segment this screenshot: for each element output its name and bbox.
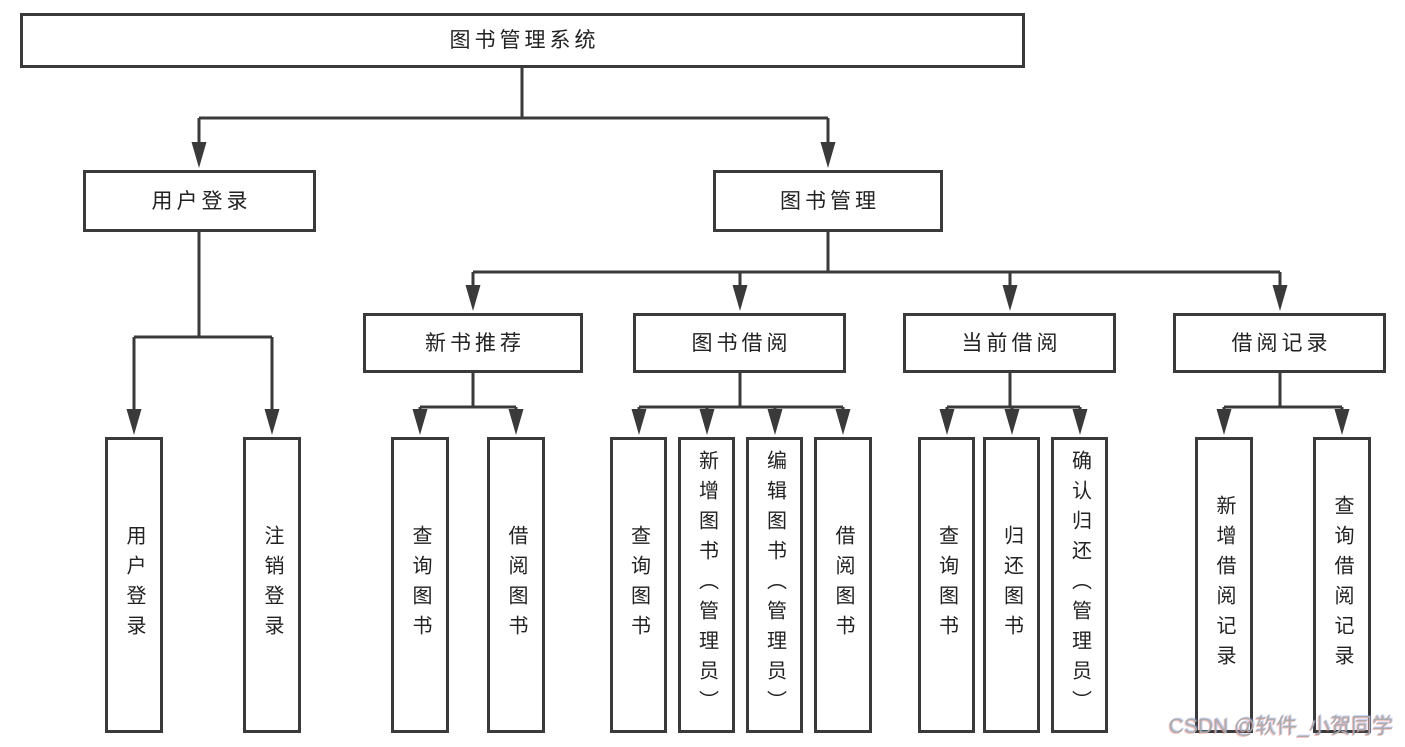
arrow-icon <box>1216 409 1232 435</box>
node-label: 新增借阅记录 <box>1213 495 1235 675</box>
arrow-icon <box>631 409 647 435</box>
node-label: 用户登录 <box>151 189 252 213</box>
arrow-icon <box>939 409 955 435</box>
node-book-borrow: 图书借阅 <box>633 313 846 373</box>
node-label: 注销登录 <box>261 525 283 645</box>
leaf-query-borrow-record: 查询借阅记录 <box>1313 437 1371 733</box>
node-label: 图书管理系统 <box>449 29 600 52</box>
leaf-logout: 注销登录 <box>243 437 301 733</box>
node-label: 图书管理 <box>780 189 880 213</box>
arrow-icon <box>835 409 851 435</box>
arrow-icon <box>1004 409 1020 435</box>
arrow-icon <box>699 409 715 435</box>
leaf-query-books-borrow: 查询图书 <box>610 437 667 733</box>
node-label: 归还图书 <box>1000 525 1023 645</box>
arrow-icon <box>820 142 836 168</box>
node-label: 查询图书 <box>409 525 431 645</box>
arrowheads <box>126 142 1350 435</box>
arrow-icon <box>767 409 783 435</box>
connector-book-borrow <box>637 373 845 411</box>
arrow-icon <box>412 409 428 435</box>
node-label: 借阅记录 <box>1231 331 1332 355</box>
node-book-management: 图书管理 <box>713 170 943 232</box>
leaf-add-book-admin: 新增图书（管理员） <box>678 437 735 733</box>
arrow-icon <box>126 409 142 435</box>
arrow-icon <box>1072 409 1088 435</box>
connector-current-borrow <box>945 373 1082 411</box>
node-label: 当前借阅 <box>961 331 1062 355</box>
node-label: 借阅图书 <box>832 525 854 645</box>
node-label: 图书借阅 <box>691 331 792 355</box>
leaf-borrow-books: 借阅图书 <box>814 437 872 733</box>
node-label: 查询借阅记录 <box>1331 495 1353 675</box>
node-label: 查询图书 <box>935 525 958 645</box>
connector-user-login <box>132 232 274 411</box>
node-label: 用户登录 <box>123 525 145 645</box>
node-user-login: 用户登录 <box>83 170 316 232</box>
leaf-query-books-current: 查询图书 <box>918 437 975 733</box>
leaf-add-borrow-record: 新增借阅记录 <box>1195 437 1253 733</box>
leaf-return-book: 归还图书 <box>983 437 1040 733</box>
leaf-user-login: 用户登录 <box>105 437 163 733</box>
arrow-icon <box>465 285 481 311</box>
node-library-system: 图书管理系统 <box>20 13 1025 68</box>
node-label: 新书推荐 <box>425 331 525 355</box>
leaf-edit-book-admin: 编辑图书（管理员） <box>746 437 803 733</box>
leaf-query-books-recommend: 查询图书 <box>391 437 449 733</box>
connector-borrow-records <box>1222 373 1344 411</box>
connector-new-book <box>418 373 518 411</box>
arrow-icon <box>732 285 748 311</box>
node-label: 查询图书 <box>627 525 650 645</box>
node-label: 确认归还（管理员） <box>1068 450 1091 720</box>
arrow-icon <box>1002 285 1018 311</box>
node-label: 借阅图书 <box>505 525 527 645</box>
node-label: 编辑图书（管理员） <box>763 450 786 720</box>
arrow-icon <box>508 409 524 435</box>
csdn-watermark: CSDN @软件_小贺同学 <box>1168 715 1393 738</box>
arrow-icon <box>1334 409 1350 435</box>
node-borrow-records: 借阅记录 <box>1173 313 1386 373</box>
node-new-book-recommend: 新书推荐 <box>363 313 583 373</box>
arrow-icon <box>191 142 207 168</box>
arrow-icon <box>1272 285 1288 311</box>
leaf-borrow-books-recommend: 借阅图书 <box>487 437 545 733</box>
arrow-icon <box>264 409 280 435</box>
connector-root <box>197 68 830 144</box>
connector-book-management <box>471 232 1282 287</box>
leaf-confirm-return-admin: 确认归还（管理员） <box>1051 437 1108 733</box>
node-current-borrow: 当前借阅 <box>903 313 1116 373</box>
node-label: 新增图书（管理员） <box>695 450 718 720</box>
